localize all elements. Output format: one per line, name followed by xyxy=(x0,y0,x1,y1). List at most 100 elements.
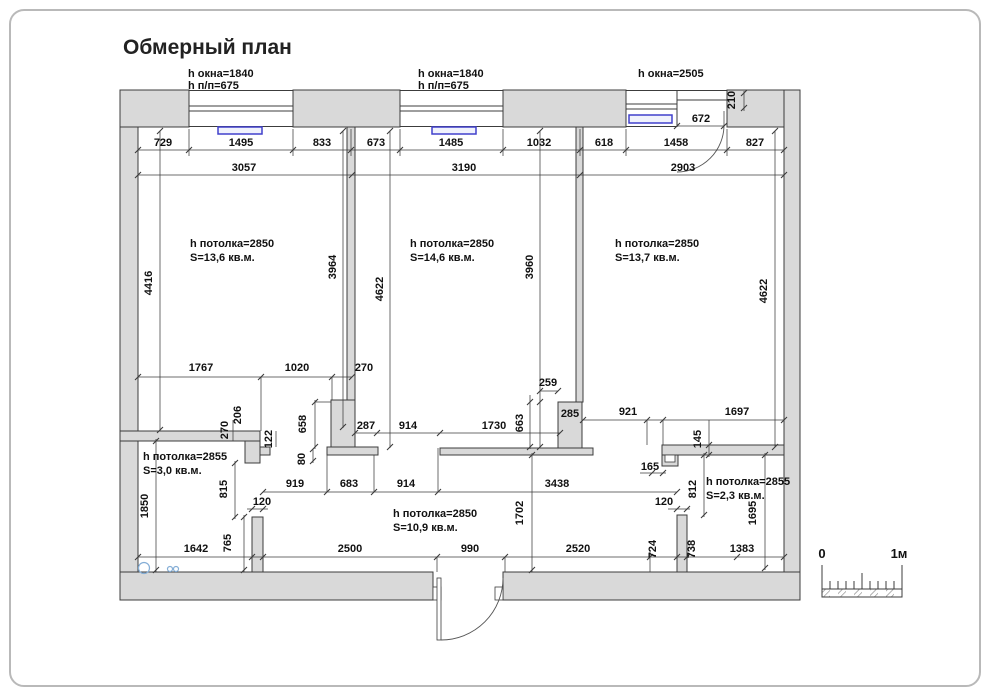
dimension-lines xyxy=(138,91,784,572)
scale-bar-cell xyxy=(854,589,862,597)
room-label: h потолка=2855 xyxy=(143,451,227,463)
dim-label: 827 xyxy=(746,137,764,149)
wall-bathroom-stub xyxy=(244,440,261,464)
wall-bathroom-notch xyxy=(259,446,271,456)
wall-pier-2 xyxy=(292,89,401,128)
room-label: S=13,7 кв.м. xyxy=(615,252,680,264)
wall-block-2 xyxy=(557,401,583,449)
dim-label: 1767 xyxy=(189,362,213,374)
dim-label: 919 xyxy=(286,478,304,490)
dim-label: 914 xyxy=(397,478,416,490)
dim-label: 4622 xyxy=(758,279,770,303)
dim-label: 3057 xyxy=(232,162,256,174)
scale-bar-cell xyxy=(870,589,878,597)
wall-divider-rooms-2-3 xyxy=(575,126,584,403)
dim-label: 1495 xyxy=(229,137,253,149)
wall-plate-1 xyxy=(326,446,379,456)
dim-label: 80 xyxy=(296,453,308,465)
dim-label: 833 xyxy=(313,137,331,149)
radiator-symbol xyxy=(431,126,477,135)
dim-label: 1697 xyxy=(725,406,749,418)
dim-label: 270 xyxy=(355,362,373,374)
wall-band-room2-bottom xyxy=(439,447,594,456)
plumbing-riser-icon xyxy=(137,561,151,575)
dim-label: 815 xyxy=(218,480,230,498)
dim-label: 3438 xyxy=(545,478,569,490)
dim-label: 683 xyxy=(340,478,358,490)
wall-pier-3 xyxy=(502,89,627,128)
dim-label: 914 xyxy=(399,420,418,432)
dim-label: 285 xyxy=(561,408,579,420)
wall-bottom-right xyxy=(502,571,801,601)
dim-label: 259 xyxy=(539,377,557,389)
wall-bathroom-top xyxy=(119,430,261,442)
room-label: S=2,3 кв.м. xyxy=(706,490,765,502)
plumbing-riser-icon xyxy=(172,565,180,573)
window-label: h п/п=675 xyxy=(418,80,469,92)
wall-pier-4 xyxy=(726,89,785,128)
dim-label: 663 xyxy=(514,414,526,432)
dim-label: 765 xyxy=(222,534,234,552)
dim-label: 1730 xyxy=(482,420,506,432)
room-label: h потолка=2850 xyxy=(410,238,494,250)
dim-label: 990 xyxy=(461,543,479,555)
dim-label: 4622 xyxy=(374,277,386,301)
scale-zero-label: 0 xyxy=(818,546,825,561)
room-label: h потолка=2850 xyxy=(393,508,477,520)
wall-bathroom-right xyxy=(251,516,264,573)
plumbing-riser-icon xyxy=(166,565,174,573)
walls xyxy=(119,89,801,601)
scale-bar: 0 1м xyxy=(818,546,907,598)
dim-label: 921 xyxy=(619,406,637,418)
wall-pier-1 xyxy=(119,89,190,128)
room-label: h потолка=2850 xyxy=(615,238,699,250)
room-label: S=14,6 кв.м. xyxy=(410,252,475,264)
room-label: S=13,6 кв.м. xyxy=(190,252,255,264)
dim-label: 1032 xyxy=(527,137,551,149)
dim-label: 2903 xyxy=(671,162,695,174)
dim-label: 145 xyxy=(692,430,704,448)
dim-label: 287 xyxy=(357,420,375,432)
room-label: h потолка=2855 xyxy=(706,476,790,488)
scale-bar-cell xyxy=(838,589,846,597)
radiator-symbol xyxy=(217,126,263,135)
dim-label: 1020 xyxy=(285,362,309,374)
dim-label: 738 xyxy=(686,540,698,558)
window-label: h окна=1840 xyxy=(418,68,484,80)
dim-label: 2520 xyxy=(566,543,590,555)
scale-bar-ticks xyxy=(821,565,903,597)
dim-label: 729 xyxy=(154,137,172,149)
window-label: h п/п=675 xyxy=(188,80,239,92)
dim-label: 1702 xyxy=(514,501,526,525)
dim-label: 1458 xyxy=(664,137,688,149)
wall-bottom-left xyxy=(119,571,434,601)
page-title: Обмерный план xyxy=(123,36,292,59)
scale-bar-cell xyxy=(886,589,894,597)
dim-label: 122 xyxy=(263,430,275,448)
dim-label: 618 xyxy=(595,137,613,149)
wall-divider-rooms-1-2 xyxy=(346,126,356,401)
dim-label: 206 xyxy=(232,406,244,424)
dim-label: 3190 xyxy=(452,162,476,174)
dim-label: 210 xyxy=(726,91,738,109)
wall-storage-top xyxy=(661,444,785,456)
dim-label: 1850 xyxy=(139,494,151,518)
dim-label: 120 xyxy=(655,496,673,508)
radiator-symbol xyxy=(628,114,673,124)
dim-label: 270 xyxy=(219,421,231,439)
balcony-door-swing-arc xyxy=(676,124,725,173)
dim-label: 1642 xyxy=(184,543,208,555)
wall-corridor-right xyxy=(676,514,688,573)
room-label: h потолка=2850 xyxy=(190,238,274,250)
dim-label: 2500 xyxy=(338,543,362,555)
dim-label: 673 xyxy=(367,137,385,149)
dim-label: 672 xyxy=(692,113,710,125)
window-label: h окна=1840 xyxy=(188,68,254,80)
dim-label: 1695 xyxy=(747,501,759,525)
wall-storage-step-notch xyxy=(664,454,676,463)
dim-label: 4416 xyxy=(143,271,155,295)
dim-label: 3960 xyxy=(524,255,536,279)
dim-label: 658 xyxy=(297,415,309,433)
